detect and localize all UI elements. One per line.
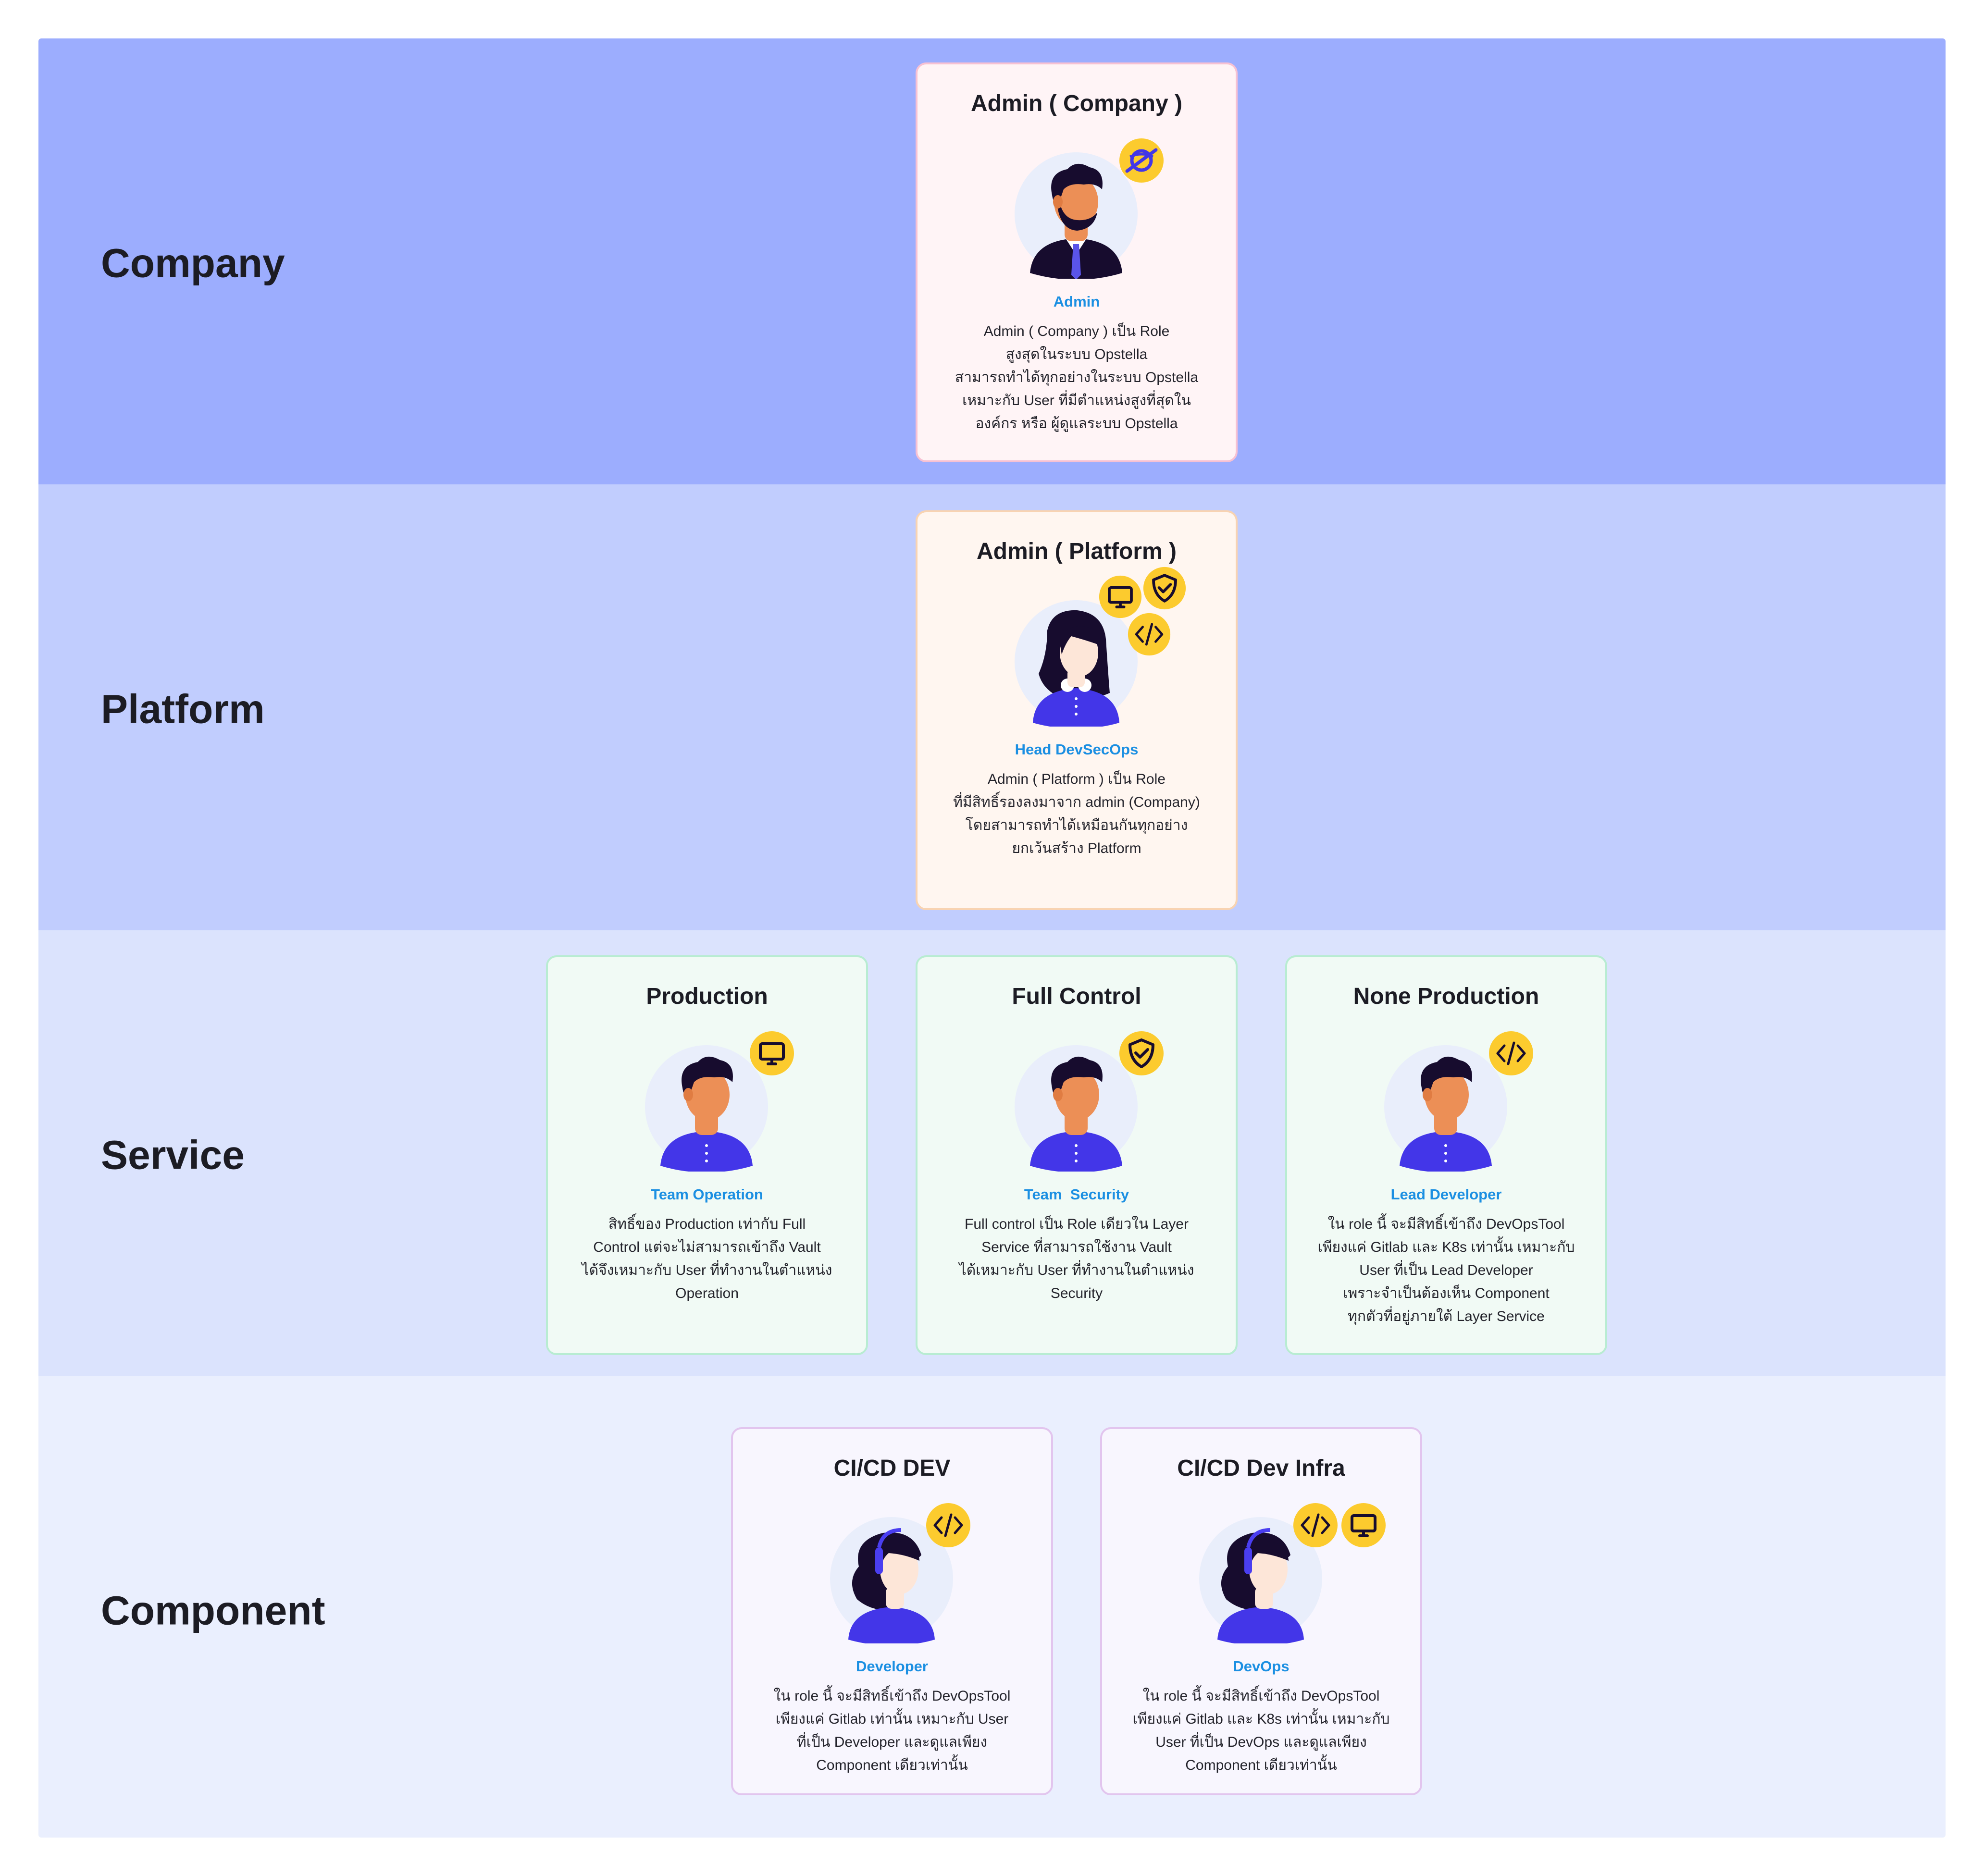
code-icon (1293, 1503, 1338, 1547)
desc-line: สูงสุดในระบบ Opstella (1005, 346, 1148, 362)
layer-label-component: Component (101, 1588, 325, 1633)
desc-line: สามารถทำได้ทุกอย่างในระบบ Opstella (955, 370, 1199, 385)
role-card-production: Production Team Operation สิทธิ์ของ Prod… (546, 955, 868, 1355)
role-card-none-production: None Production Lead Developer ใน role น… (1285, 955, 1607, 1355)
role-description: ใน role นี้ จะมีสิทธิ์เข้าถึง DevOpsTool… (1112, 1685, 1411, 1777)
desc-line: Admin ( Company ) เป็น Role (983, 323, 1170, 339)
desc-line: ยกเว้นสร้าง Platform (1012, 840, 1141, 856)
layer-label-platform: Platform (101, 686, 265, 732)
shield-check-icon (1119, 1031, 1164, 1075)
role-description: สิทธิ์ของ Production เท่ากับ Full Contro… (558, 1213, 856, 1305)
desc-line: เพียงแค่ Gitlab และ K8s เท่านั้น เหมาะกั… (1317, 1239, 1575, 1255)
desc-line: User ที่เป็น DevOps และดูแลเพียง (1155, 1734, 1367, 1750)
role-description: Admin ( Platform ) เป็น Role ที่มีสิทธิ์… (927, 768, 1226, 860)
role-description: ใน role นี้ จะมีสิทธิ์เข้าถึง DevOpsTool… (743, 1685, 1042, 1777)
desc-line: User ที่เป็น Lead Developer (1359, 1262, 1533, 1278)
card-title: CI/CD DEV (833, 1456, 951, 1481)
role-name: Team Security (1024, 1186, 1129, 1203)
role-card-cicd-dev-infra: CI/CD Dev Infra DevOps ใน role นี้ จะมีส… (1100, 1427, 1422, 1795)
desc-line: Component เดียวเท่านั้น (816, 1757, 968, 1773)
role-description: ใน role นี้ จะมีสิทธิ์เข้าถึง DevOpsTool… (1297, 1213, 1596, 1328)
code-icon (1128, 613, 1171, 656)
avatar-male (645, 1045, 768, 1172)
code-icon (1489, 1031, 1533, 1075)
role-description: Full control เป็น Role เดียวใน Layer Ser… (927, 1213, 1226, 1305)
monitor-icon (1099, 575, 1142, 618)
desc-line: Admin ( Platform ) เป็น Role (988, 771, 1166, 787)
card-title: Admin ( Company ) (971, 91, 1182, 116)
avatar-female-headset (830, 1517, 953, 1643)
desc-line: Operation (675, 1285, 739, 1301)
avatar-male (1384, 1045, 1507, 1172)
role-name: Developer (856, 1658, 928, 1675)
card-title: None Production (1353, 984, 1539, 1009)
card-title: CI/CD Dev Infra (1177, 1456, 1345, 1481)
role-name: Lead Developer (1390, 1186, 1502, 1203)
role-name: Admin (1053, 293, 1100, 310)
desc-line: เพียงแค่ Gitlab และ K8s เท่านั้น เหมาะกั… (1132, 1711, 1390, 1727)
avatar-male-suit (1015, 152, 1138, 279)
desc-line: ที่เป็น Developer และดูแลเพียง (796, 1734, 988, 1750)
desc-line: ใน role นี้ จะมีสิทธิ์เข้าถึง DevOpsTool (773, 1688, 1011, 1704)
role-description: Admin ( Company ) เป็น Role สูงสุดในระบบ… (927, 320, 1226, 435)
monitor-icon (1341, 1503, 1386, 1547)
role-card-full-control: Full Control Team Security Full control … (916, 955, 1238, 1355)
role-name: Team Operation (651, 1186, 763, 1203)
desc-line: เพียงแค่ Gitlab เท่านั้น เหมาะกับ User (775, 1711, 1009, 1727)
desc-line: ใน role นี้ จะมีสิทธิ์เข้าถึง DevOpsTool (1142, 1688, 1380, 1704)
role-name: Head DevSecOps (1015, 741, 1139, 758)
role-name: DevOps (1233, 1658, 1290, 1675)
desc-line: เหมาะกับ User ที่มีตำแหน่งสูงที่สุดใน (962, 393, 1191, 408)
desc-line: เพราะจำเป็นต้องเห็น Component (1343, 1285, 1550, 1301)
shield-check-icon (1143, 567, 1186, 610)
desc-line: สิทธิ์ของ Production เท่ากับ Full (608, 1216, 806, 1232)
layer-label-company: Company (101, 240, 285, 286)
desc-line: โดยสามารถทำได้เหมือนกันทุกอย่าง (965, 817, 1188, 833)
desc-line: ได้จึงเหมาะกับ User ที่ทำงานในตำแหน่ง (582, 1262, 832, 1278)
desc-line: ที่มีสิทธิ์รองลงมาจาก admin (Company) (953, 794, 1200, 810)
desc-line: องค์กร หรือ ผู้ดูแลระบบ Opstella (975, 416, 1178, 432)
desc-line: ได้เหมาะกับ User ที่ทำงานในตำแหน่ง (959, 1262, 1194, 1278)
desc-line: Security (1050, 1285, 1103, 1301)
desc-line: Service ที่สามารถใช้งาน Vault (981, 1239, 1172, 1255)
desc-line: Component เดียวเท่านั้น (1185, 1757, 1337, 1773)
desc-line: Control แต่จะไม่สามารถเข้าถึง Vault (593, 1239, 821, 1255)
role-card-admin-platform: Admin ( Platform ) Head DevSecOps Admin … (916, 510, 1238, 910)
opstella-icon (1119, 138, 1164, 183)
role-card-cicd-dev: CI/CD DEV Developer ใน role นี้ จะมีสิทธ… (731, 1427, 1053, 1795)
desc-line: ทุกตัวที่อยู่ภายใต้ Layer Service (1348, 1308, 1545, 1324)
avatar-female-headset (1199, 1517, 1322, 1643)
code-icon (926, 1503, 970, 1547)
card-title: Admin ( Platform ) (977, 539, 1177, 564)
layer-label-service: Service (101, 1132, 245, 1178)
avatar-female (1015, 600, 1138, 727)
monitor-icon (750, 1031, 794, 1075)
role-card-admin-company: Admin ( Company ) Admin Admin ( Company … (916, 62, 1238, 462)
card-title: Production (646, 984, 768, 1009)
desc-line: Full control เป็น Role เดียวใน Layer (965, 1216, 1189, 1232)
desc-line: ใน role นี้ จะมีสิทธิ์เข้าถึง DevOpsTool (1327, 1216, 1565, 1232)
card-title: Full Control (1012, 984, 1141, 1009)
avatar-male (1015, 1045, 1138, 1172)
